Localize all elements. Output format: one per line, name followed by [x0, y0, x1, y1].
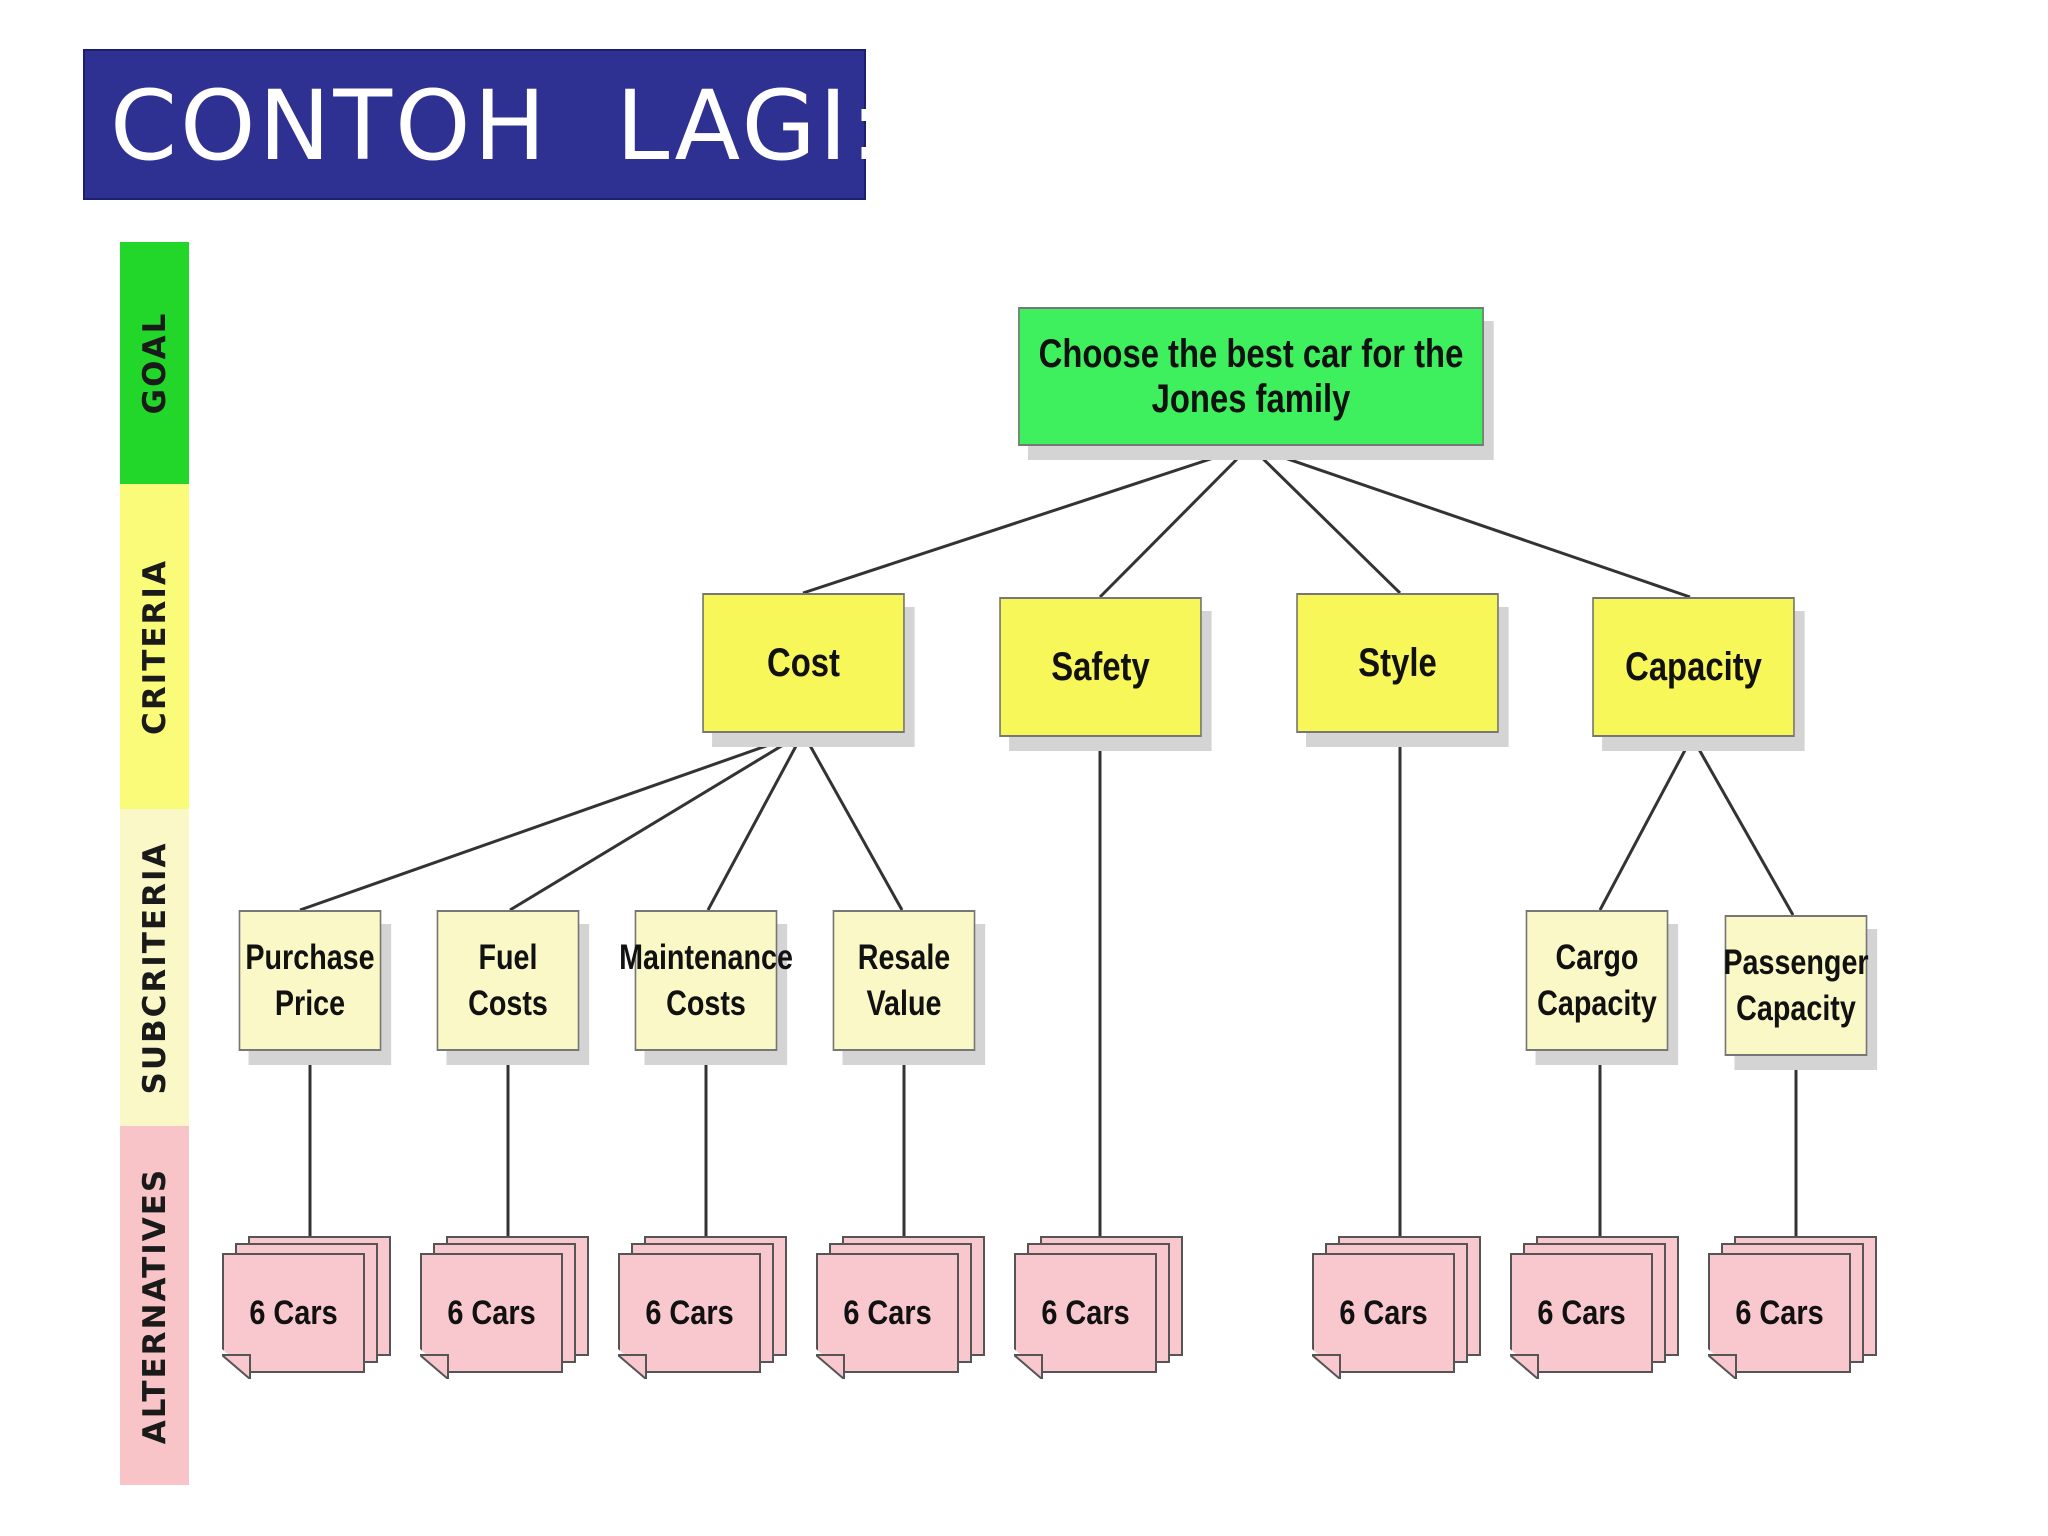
alternatives-stack-purchase-price: 6 Cars: [222, 1236, 392, 1386]
title-banner: CONTOH LAGI:: [83, 49, 883, 200]
alternative-label: 6 Cars: [1339, 1293, 1428, 1332]
subcriteria-node-passenger-capacity: Passenger Capacity: [1723, 915, 1869, 1056]
subcriteria-label: Purchase Price: [245, 937, 375, 1023]
connector-cost-purchase: [299, 731, 804, 912]
alternatives-stack-cargo-capacity: 6 Cars: [1510, 1236, 1680, 1386]
criteria-label: Style: [1358, 640, 1437, 685]
subcriteria-node-resale-value: Resale Value: [832, 910, 976, 1051]
alternative-label: 6 Cars: [249, 1293, 338, 1332]
alternative-label: 6 Cars: [1041, 1293, 1130, 1332]
goal-node: Choose the best car for the Jones family: [1018, 307, 1484, 446]
level-band-subcriteria: SUBCRITERIA: [120, 809, 189, 1126]
alternative-label: 6 Cars: [1735, 1293, 1824, 1332]
alternatives-stack-style: 6 Cars: [1312, 1236, 1482, 1386]
connector-goal-safety: [1098, 444, 1252, 599]
criteria-node-style: Style: [1296, 593, 1499, 733]
alternative-label: 6 Cars: [1537, 1293, 1626, 1332]
subcriteria-label: Maintenance Costs: [619, 937, 793, 1023]
alternative-label: 6 Cars: [843, 1293, 932, 1332]
connector-goal-style: [1248, 444, 1402, 595]
alternative-label: 6 Cars: [645, 1293, 734, 1332]
connector-cost-maintenance: [706, 732, 805, 911]
alternatives-stack-passenger-capacity: 6 Cars: [1708, 1236, 1878, 1386]
subcriteria-label: Cargo Capacity: [1537, 937, 1657, 1023]
connector-goal-capacity: [1249, 444, 1691, 599]
slide-title: CONTOH LAGI:: [110, 70, 886, 182]
subcriteria-label: Fuel Costs: [468, 937, 548, 1023]
subcriteria-label: Passenger Capacity: [1723, 942, 1869, 1028]
criteria-node-safety: Safety: [999, 597, 1202, 737]
alternative-label: 6 Cars: [447, 1293, 536, 1332]
connector-capacity-passenger: [1690, 736, 1795, 916]
subcriteria-node-cargo-capacity: Cargo Capacity: [1525, 910, 1669, 1051]
subcriteria-node-maintenance-costs: Maintenance Costs: [619, 910, 793, 1051]
subcriteria-node-purchase-price: Purchase Price: [238, 910, 382, 1051]
alternatives-stack-safety: 6 Cars: [1014, 1236, 1184, 1386]
connector-capacity-cargo: [1598, 736, 1694, 911]
connector-cost-fuel: [509, 731, 804, 912]
connector-cost-resale: [801, 732, 904, 911]
connector-goal-cost: [802, 444, 1251, 595]
subcriteria-label: Resale Value: [857, 937, 951, 1023]
subcriteria-node-fuel-costs: Fuel Costs: [436, 910, 580, 1051]
level-band-alternatives: ALTERNATIVES: [120, 1126, 189, 1485]
alternatives-stack-fuel-costs: 6 Cars: [420, 1236, 590, 1386]
criteria-label: Cost: [767, 640, 840, 685]
criteria-label: Capacity: [1625, 644, 1762, 689]
criteria-node-capacity: Capacity: [1592, 597, 1795, 737]
criteria-label: Safety: [1051, 644, 1150, 689]
alternatives-stack-maintenance-costs: 6 Cars: [618, 1236, 788, 1386]
goal-node-label: Choose the best car for the Jones family: [1038, 331, 1464, 421]
criteria-node-cost: Cost: [702, 593, 905, 733]
level-band-goal: GOAL: [120, 242, 189, 484]
level-band-criteria: CRITERIA: [120, 484, 189, 809]
alternatives-stack-resale-value: 6 Cars: [816, 1236, 986, 1386]
